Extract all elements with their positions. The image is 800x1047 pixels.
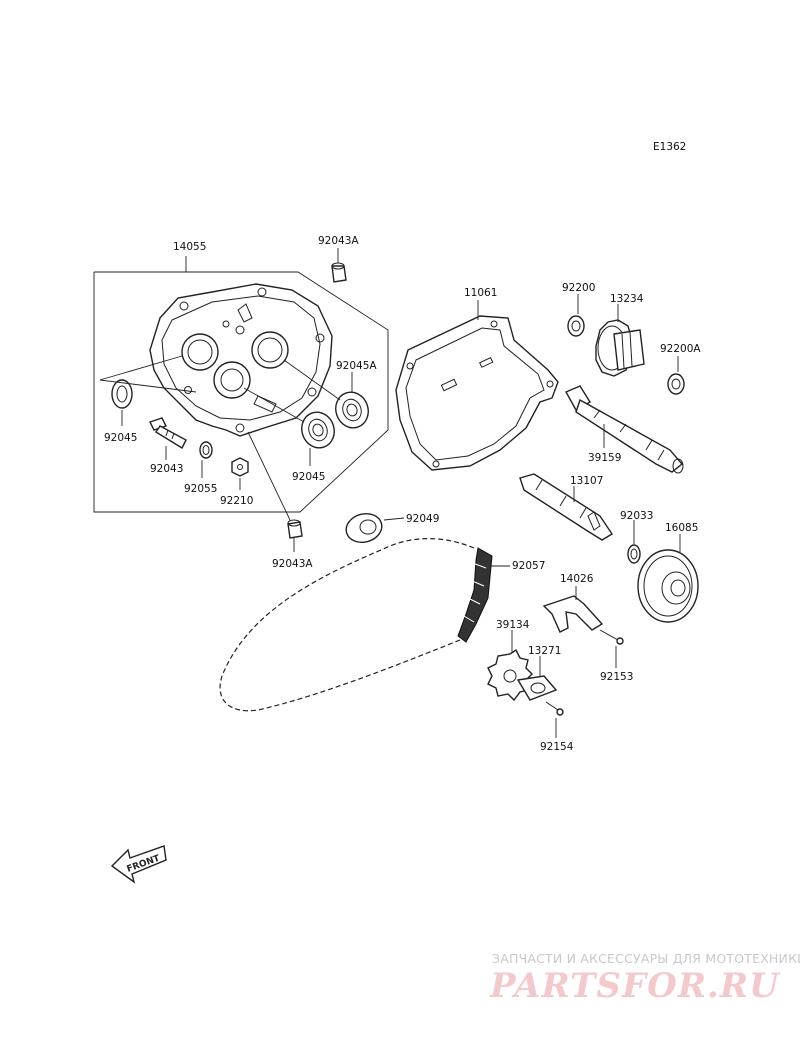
- oil-seal-92049[interactable]: [343, 510, 385, 546]
- label-92200A: 92200A: [660, 343, 701, 355]
- label-92055: 92055: [184, 483, 217, 495]
- case-group-frame: [93, 256, 389, 513]
- label-11061: 11061: [464, 287, 497, 299]
- label-16085: 16085: [665, 522, 698, 534]
- label-39159: 39159: [588, 452, 621, 464]
- oil-seal-92045-left[interactable]: [111, 379, 133, 409]
- label-92153: 92153: [600, 671, 633, 683]
- label-13107: 13107: [570, 475, 603, 487]
- watermark-logo: PARTSFOR.RU: [490, 966, 780, 1006]
- label-92045-mid: 92045: [292, 471, 325, 483]
- bearing-92045-mid[interactable]: [297, 408, 339, 453]
- bolt-92043[interactable]: [149, 417, 187, 449]
- label-92043A-top: 92043A: [318, 235, 359, 247]
- washer-92200[interactable]: [567, 315, 585, 337]
- label-92033: 92033: [620, 510, 653, 522]
- shaft-39159[interactable]: [565, 385, 684, 474]
- label-92154: 92154: [540, 741, 574, 753]
- bolt-92153[interactable]: [599, 629, 624, 645]
- dowel-92043A-top[interactable]: [331, 262, 347, 283]
- gear-case-14055[interactable]: [149, 283, 333, 437]
- label-92049: 92049: [406, 513, 439, 525]
- washer-92200A[interactable]: [667, 373, 685, 395]
- label-13234: 13234: [610, 293, 644, 305]
- nut-92210[interactable]: [231, 457, 249, 477]
- label-92210: 92210: [220, 495, 253, 507]
- label-14026: 14026: [560, 573, 594, 585]
- label-13271: 13271: [528, 645, 561, 657]
- gasket-11061[interactable]: [395, 315, 559, 471]
- dowel-92043A-bottom[interactable]: [287, 519, 303, 539]
- watermark-tagline: ЗАПЧАСТИ И АКСЕССУАРЫ ДЛЯ МОТОТЕХНИКИ: [492, 951, 800, 966]
- drive-chain-92057[interactable]: [219, 538, 493, 712]
- bearing-92045A[interactable]: [331, 388, 373, 433]
- label-92057: 92057: [512, 560, 545, 572]
- label-92045A: 92045A: [336, 360, 377, 372]
- o-ring-92055[interactable]: [199, 441, 213, 459]
- label-92043: 92043: [150, 463, 183, 475]
- gear-16085[interactable]: [637, 549, 699, 623]
- label-92043A-bottom: 92043A: [272, 558, 313, 570]
- label-39134: 39134: [496, 619, 530, 631]
- gear-13234[interactable]: [595, 319, 645, 377]
- sprocket-39134[interactable]: [487, 648, 533, 702]
- chain-guide-14026[interactable]: [542, 595, 604, 633]
- circlip-92033[interactable]: [627, 544, 641, 564]
- label-92045-left: 92045: [104, 432, 137, 444]
- diagram-code: E1362: [653, 141, 686, 153]
- plate-13271[interactable]: [516, 675, 558, 701]
- shaft-13107[interactable]: [519, 473, 613, 541]
- bolt-92154[interactable]: [545, 701, 564, 716]
- label-92200: 92200: [562, 282, 595, 294]
- label-14055: 14055: [173, 241, 206, 253]
- front-direction-arrow: FRONT: [110, 845, 167, 884]
